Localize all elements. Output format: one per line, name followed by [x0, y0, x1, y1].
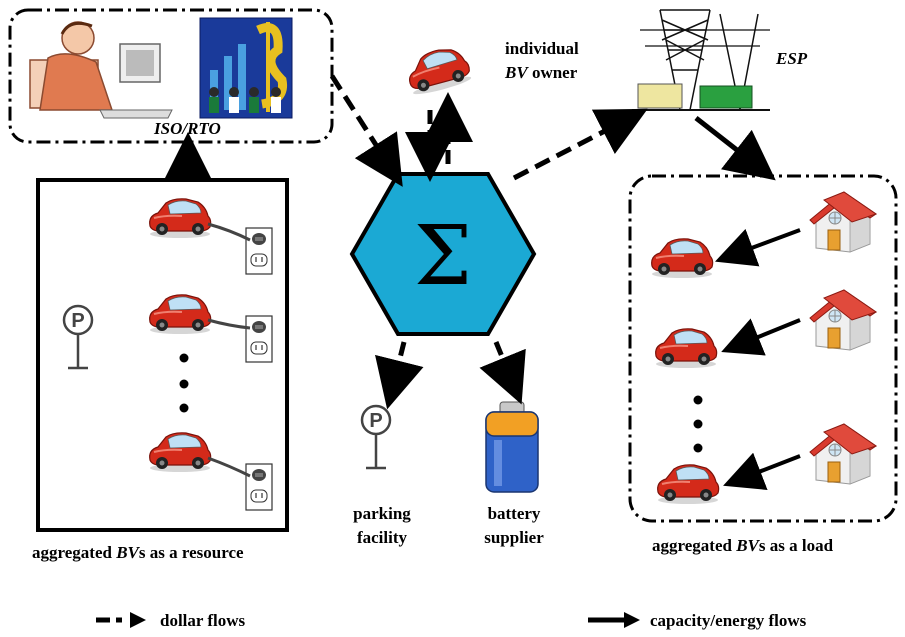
esp-group: ESP: [632, 9, 808, 111]
energy-arrow-house2-car2: [721, 318, 801, 356]
legend: dollar flows capacity/energy flows: [96, 611, 807, 630]
individual-owner-group: individual BV owner: [402, 39, 579, 99]
dollar-arrow-iso-to-aggregator: [329, 74, 403, 187]
power-tower-icon: [632, 9, 770, 111]
ellipsis-dot: [179, 403, 189, 413]
load-group: aggregated BVs as a load: [628, 174, 898, 555]
outlet-1-icon: [245, 227, 273, 275]
resource-label-post: s as a resource: [139, 543, 244, 562]
load-label-post: s as a load: [759, 536, 834, 555]
parking-sign-letter: P: [71, 310, 84, 332]
house-1-icon: [809, 191, 877, 253]
battery-label-line1: battery: [488, 504, 541, 523]
load-label-bv: BV: [735, 536, 760, 555]
battery-icon: [485, 401, 539, 493]
charging-cable-3: [207, 456, 251, 478]
iso-rto-group: ISO/RTO: [8, 8, 334, 144]
outlet-2-icon: [245, 315, 273, 363]
resource-car-3-icon: [148, 431, 212, 473]
energy-arrow-house1-car1: [715, 228, 801, 267]
ellipsis-dot: [693, 443, 703, 453]
dollar-arrow-aggregator-to-battery: [479, 341, 526, 405]
charging-cable-1: [207, 222, 251, 242]
energy-arrow-esp-to-load: [694, 116, 776, 181]
energy-flow-arrows: [163, 116, 776, 182]
parking-label-line2: facility: [357, 528, 408, 547]
legend-dashed-arrowhead-icon: [130, 612, 146, 628]
dollar-arrow-aggregator-to-esp: [512, 108, 648, 181]
battery-label-line2: supplier: [484, 528, 544, 547]
ellipsis-dot: [693, 419, 703, 429]
resource-label-pre: aggregated: [32, 543, 116, 562]
iso-rto-label: ISO/RTO: [153, 119, 221, 138]
resource-label-bv: BV: [115, 543, 140, 562]
house-2-icon: [809, 289, 877, 351]
load-car-2-icon: [654, 327, 718, 369]
hexagon-shape: [349, 172, 537, 336]
dollar-flow-arrows: [329, 74, 648, 410]
owner-suffix-text: owner: [528, 63, 578, 82]
esp-label: ESP: [775, 49, 808, 68]
legend-solid-arrowhead-icon: [624, 612, 640, 628]
legend-dollar-flows: dollar flows: [96, 611, 246, 630]
ellipsis-dot: [693, 395, 703, 405]
resource-boundary: [36, 178, 289, 532]
resource-group: P aggregated BVs as a resource: [32, 178, 289, 562]
parking-facility-sign-letter: P: [369, 410, 382, 432]
dollar-arrow-aggregator-to-parking: [375, 341, 424, 410]
resource-car-1-icon: [148, 197, 212, 239]
resource-car-2-icon: [148, 293, 212, 335]
parking-label-line1: parking: [353, 504, 411, 523]
market-clipart-icon: [199, 17, 293, 119]
owner-bv-text: BV: [504, 63, 529, 82]
parking-facility-group: P parking facility: [353, 404, 411, 547]
ellipsis-dot: [179, 379, 189, 389]
charging-cable-2: [207, 318, 251, 330]
aggregator-hexagon: Σ: [349, 172, 537, 336]
resource-label: aggregated BVs as a resource: [32, 543, 244, 562]
house-3-icon: [809, 423, 877, 485]
load-label: aggregated BVs as a load: [652, 536, 834, 555]
operator-clipart-icon: [29, 21, 173, 119]
legend-dollar-label: dollar flows: [160, 611, 246, 630]
legend-energy-flows: capacity/energy flows: [588, 611, 807, 630]
energy-arrow-house3-car3: [723, 452, 801, 490]
legend-energy-label: capacity/energy flows: [650, 611, 807, 630]
load-label-pre: aggregated: [652, 536, 736, 555]
battery-supplier-group: battery supplier: [484, 401, 544, 547]
ellipsis-dot: [179, 353, 189, 363]
owner-car-icon: [402, 42, 474, 99]
owner-label-line2: BV owner: [504, 63, 578, 82]
outlet-3-icon: [245, 463, 273, 511]
load-car-1-icon: [650, 237, 714, 279]
owner-label-line1: individual: [505, 39, 579, 58]
sigma-symbol: Σ: [414, 209, 472, 304]
load-car-3-icon: [656, 463, 720, 505]
